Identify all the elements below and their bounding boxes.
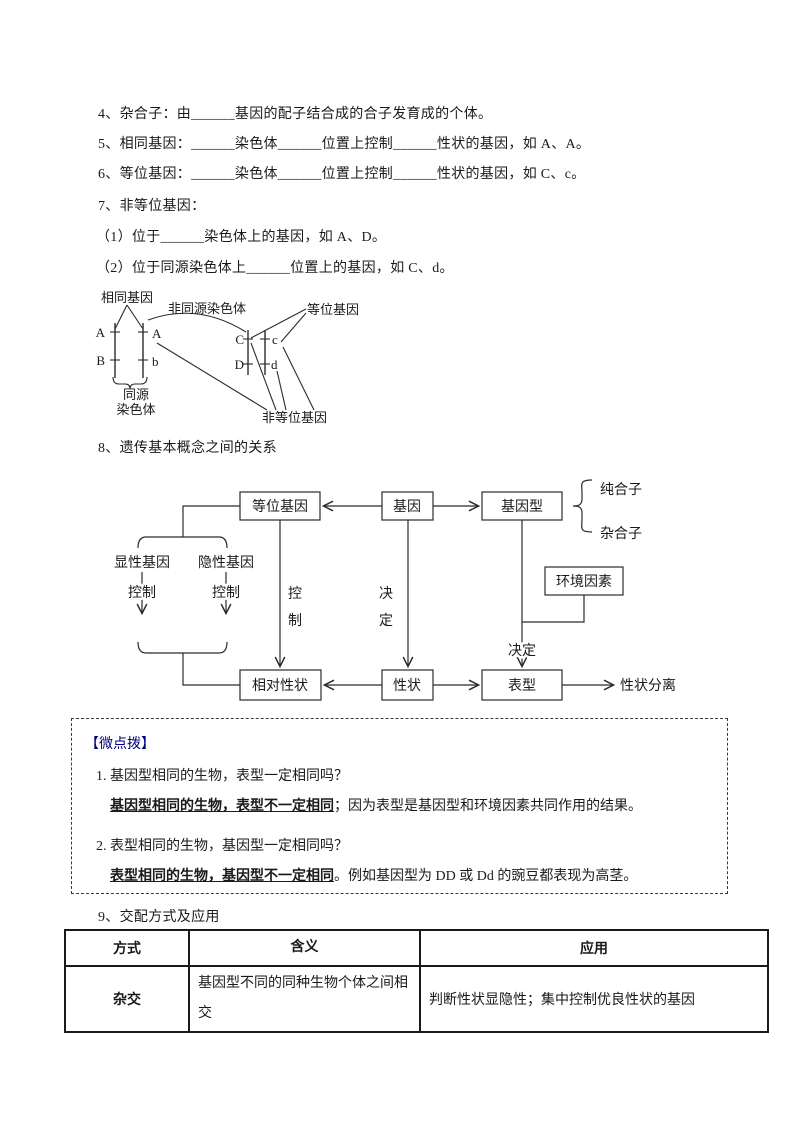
non-allele-pointer-CD [250, 342, 277, 411]
header-meaning: 含义 [188, 928, 421, 968]
item-6: 6、等位基因：______染色体______位置上控制______性状的基因，如… [98, 167, 586, 182]
box-trait: 性状 [393, 678, 421, 694]
allele-pointer-c [280, 312, 307, 343]
box-gene: 基因 [393, 498, 421, 515]
gene-C1: C [235, 332, 244, 347]
concept-flowchart: 等位基因 基因 基因型 环境因素 相对性状 性状 表型 纯合子 杂合子 显性基因… [114, 479, 676, 701]
box-genotype: 基因型 [501, 498, 543, 515]
item-8: 8、遗传基本概念之间的关系 [98, 441, 277, 456]
non-allele-pointer-c [282, 346, 315, 411]
gene-B1: B [96, 353, 105, 368]
item-7-2: （2）位于同源染色体上______位置上的基因，如 C、d。 [96, 261, 454, 276]
tip-answer-1: 基因型相同的生物，表型不一定相同；因为表型是基因型和环境因素共同作用的结果。 [110, 795, 642, 815]
gene-c2: c [272, 332, 278, 347]
tip-answer-2-rest: 。例如基因型为 DD 或 Dd 的豌豆都表现为高茎。 [334, 869, 638, 884]
gene-D1: D [235, 357, 244, 372]
label-same-gene: 相同基因 [101, 290, 153, 305]
label-decide-vertical-2: 定 [379, 613, 393, 629]
chromosome-diagram: 相同基因 非同源染色体 等位基因 非等位基因 同源 染色体 A B A b C … [96, 290, 359, 425]
box-relative-trait: 相对性状 [252, 678, 308, 694]
trait-pair-connector [182, 653, 240, 686]
label-non-homologous: 非同源染色体 [168, 301, 246, 316]
table-header-row: 方式 含义 应用 [64, 928, 769, 968]
gene-d2: d [271, 357, 278, 372]
label-allele: 等位基因 [307, 302, 359, 317]
mating-methods-table: 方式 含义 应用 杂交 基因型不同的同种生物个体之间相交 判断性状显隐性；集中控… [64, 928, 769, 1034]
label-control-vertical-2: 制 [288, 613, 302, 629]
homologous-brace [112, 376, 148, 390]
label-segregation: 性状分离 [620, 677, 676, 694]
label-homologous-1: 同源 [123, 387, 149, 402]
item-4: 4、杂合子：由______基因的配子结合成的合子发育成的个体。 [98, 107, 493, 122]
env-connector [522, 595, 585, 623]
label-control-right: 控制 [212, 585, 240, 601]
header-application: 应用 [419, 928, 769, 968]
label-control-vertical-1: 控 [288, 586, 302, 602]
label-decide-vertical-1: 决 [379, 586, 393, 602]
non-allele-pointer-d [276, 370, 287, 411]
gene-pair-bracket [137, 536, 228, 549]
tip-question-2: 2. 表型相同的生物，基因型一定相同吗？ [96, 839, 348, 854]
tip-answer-1-emphasis: 基因型相同的生物，表型不一定相同 [110, 799, 334, 814]
label-recessive-gene: 隐性基因 [198, 554, 254, 571]
gene-b2: b [152, 354, 159, 369]
tip-question-1: 1. 基因型相同的生物，表型一定相同吗？ [96, 769, 348, 784]
same-gene-pointer-left [114, 304, 128, 330]
tip-box: 【微点拨】 1. 基因型相同的生物，表型一定相同吗？ 基因型相同的生物，表型不一… [71, 718, 728, 894]
item-5: 5、相同基因：______染色体______位置上控制______性状的基因，如… [98, 137, 591, 152]
tip-answer-1-rest: ；因为表型是基因型和环境因素共同作用的结果。 [334, 799, 642, 814]
trait-pair-bracket [137, 641, 228, 654]
label-homologous-2: 染色体 [116, 402, 155, 417]
box-phenotype: 表型 [508, 678, 536, 694]
non-allele-pointer-A [156, 342, 268, 411]
cell-meaning: 基因型不同的同种生物个体之间相交 [188, 965, 421, 1034]
same-gene-pointer-right [126, 304, 144, 330]
tip-answer-2: 表型相同的生物，基因型不一定相同。例如基因型为 DD 或 Dd 的豌豆都表现为高… [110, 865, 637, 885]
tip-answer-2-emphasis: 表型相同的生物，基因型不一定相同 [110, 869, 334, 884]
item-7: 7、非等位基因： [98, 199, 206, 214]
cell-application: 判断性状显隐性；集中控制优良性状的基因 [419, 965, 769, 1034]
item-9: 9、交配方式及应用 [98, 910, 220, 925]
genotype-brace [572, 479, 593, 533]
allele-branch-connector [182, 505, 240, 537]
label-dominant-gene: 显性基因 [114, 554, 170, 571]
label-non-allele: 非等位基因 [262, 410, 327, 425]
cell-method: 杂交 [64, 965, 190, 1034]
label-heterozygote: 杂合子 [600, 526, 642, 542]
diagram-lines [110, 304, 315, 411]
tip-title: 【微点拨】 [85, 737, 155, 752]
table-row: 杂交 基因型不同的同种生物个体之间相交 判断性状显隐性；集中控制优良性状的基因 [64, 965, 769, 1034]
non-homologous-curve [147, 312, 247, 333]
box-allele: 等位基因 [252, 498, 308, 515]
flow-lines [137, 479, 624, 701]
item-7-1: （1）位于______染色体上的基因，如 A、D。 [96, 230, 387, 245]
gene-A2: A [152, 326, 162, 341]
label-control-left: 控制 [128, 585, 156, 601]
allele-pointer-C [250, 308, 307, 339]
header-method: 方式 [64, 928, 190, 968]
gene-A1: A [96, 325, 106, 340]
label-decide: 决定 [508, 643, 536, 659]
label-pure-hybrid: 纯合子 [600, 482, 642, 498]
box-env: 环境因素 [556, 574, 612, 590]
